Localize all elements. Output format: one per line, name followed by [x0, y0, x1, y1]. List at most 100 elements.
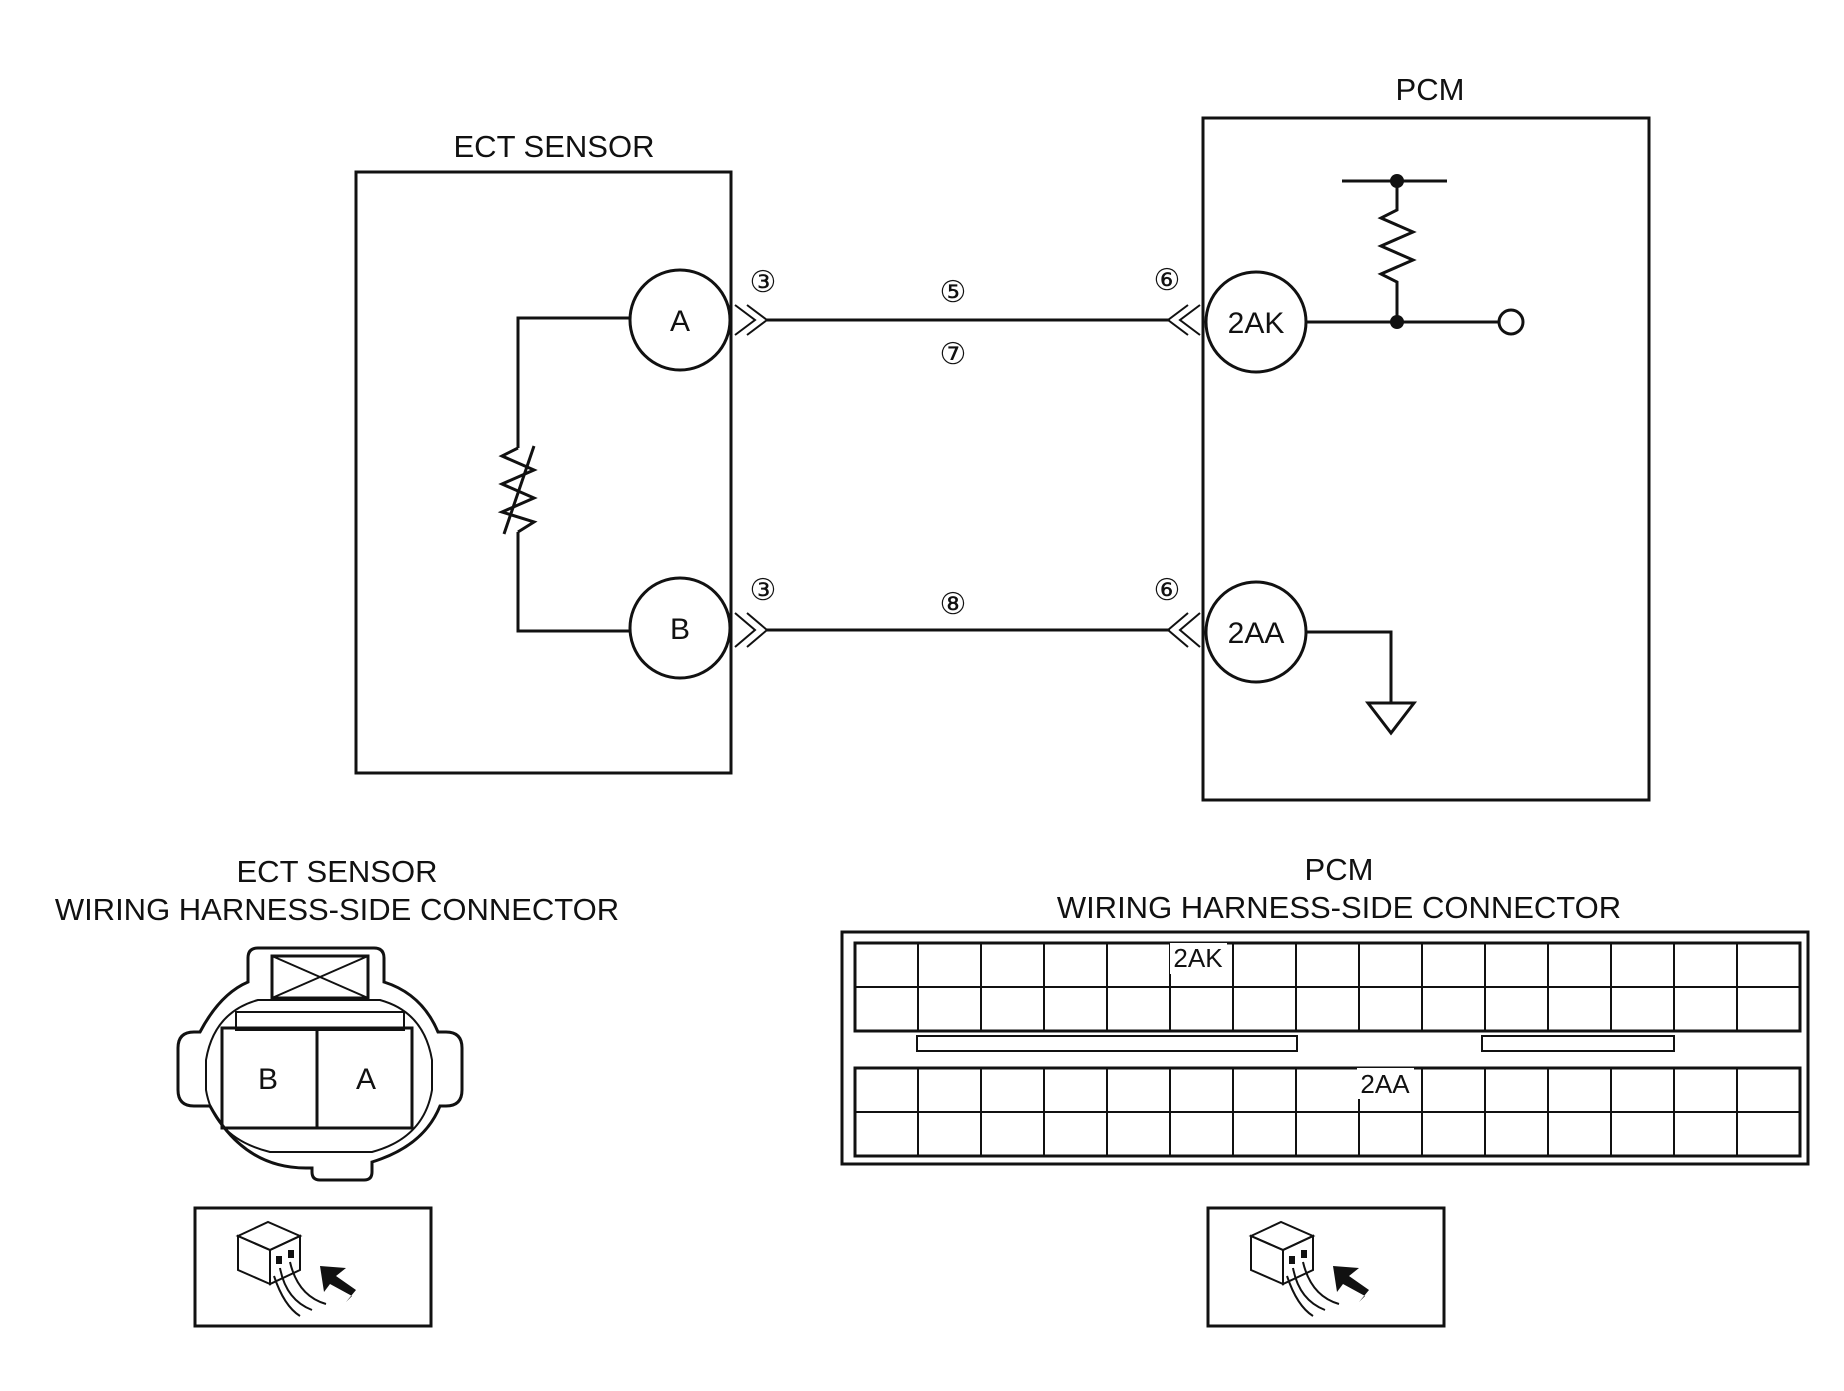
ect-terminal-b: B — [258, 1063, 278, 1096]
pcm-connector-cavity — [1295, 986, 1360, 1032]
callout-3-b: ③ — [750, 574, 777, 607]
thermistor-wire-bottom — [516, 532, 630, 633]
ect-terminal-a: A — [356, 1063, 376, 1096]
pcm-connector-cavity — [1610, 942, 1675, 988]
pcm-connector-cavity — [1232, 986, 1297, 1032]
pcm-connector-cavity — [1610, 1067, 1675, 1113]
pcm-connector-cavity — [1043, 942, 1108, 988]
pcm-connector-cavity — [1232, 1111, 1297, 1157]
pcm-connector-cavity — [1610, 1111, 1675, 1157]
ect-connector-title-1: ECT SENSOR — [237, 854, 438, 889]
pcm-connector-cavity — [1547, 986, 1612, 1032]
pcm-connector-cavity — [1547, 1111, 1612, 1157]
pcm-connector-cavity — [1484, 942, 1549, 988]
ect-connector-terminal-rail — [235, 1011, 405, 1031]
pcm-connector-cavity — [1106, 1067, 1171, 1113]
callout-5: ⑤ — [940, 276, 967, 309]
ect-connector-housing — [176, 946, 464, 1182]
pcm-connector-cavity — [1106, 942, 1171, 988]
pcm-connector-cavity — [854, 1067, 919, 1113]
svg-text:B: B — [670, 613, 690, 646]
callout-6-b: ⑥ — [1154, 574, 1181, 607]
pcm-side-connector-2aa-icon — [1166, 612, 1201, 648]
pcm-connector-cavity — [1232, 942, 1297, 988]
pcm-connector-cavity — [854, 1111, 919, 1157]
pcm-connector-cavity — [1106, 986, 1171, 1032]
pcm-connector-cavity — [1421, 1067, 1486, 1113]
pcm-connector-title-2: WIRING HARNESS-SIDE CONNECTOR — [1057, 890, 1621, 925]
pcm-connector-cavity — [1484, 1111, 1549, 1157]
pcm-block: PCM 2AK 2AA — [1166, 72, 1651, 802]
pcm-connector-cavity — [1295, 942, 1360, 988]
pcm-connector-cavity — [1736, 1111, 1801, 1157]
callout-6-a: ⑥ — [1154, 264, 1181, 297]
pcm-connector-cavity — [980, 986, 1045, 1032]
sensor-pin-a: A — [628, 268, 732, 372]
pcm-connector-cavity — [854, 942, 919, 988]
ect-connector-title-2: WIRING HARNESS-SIDE CONNECTOR — [55, 892, 619, 927]
signal-terminal-icon — [1497, 308, 1525, 336]
ect-connector-latch — [270, 954, 370, 1000]
pcm-connector-cavity — [1358, 942, 1423, 988]
pcm-connector-cavity — [980, 1111, 1045, 1157]
pcm-connector-bottom-row — [853, 1066, 1802, 1158]
sensor-side-connector-b-icon — [734, 612, 769, 648]
pcm-connector-pin-2aa: 2AA — [1360, 1069, 1410, 1099]
pcm-connector-cavity — [917, 1111, 982, 1157]
svg-text:2AA: 2AA — [1228, 617, 1285, 650]
pcm-connector-cavity — [980, 1067, 1045, 1113]
pcm-connector-cavity — [1736, 942, 1801, 988]
pcm-connector-cavity — [1610, 986, 1675, 1032]
pcm-connector-cavity — [1043, 1067, 1108, 1113]
pcm-connector-cavity — [917, 942, 982, 988]
pcm-connector-cavity — [917, 986, 982, 1032]
pcm-connector-cavity — [1673, 1111, 1738, 1157]
pcm-connector-cavity — [1673, 1067, 1738, 1113]
pcm-connector-view-direction-icon — [1206, 1206, 1446, 1328]
pcm-connector-cavity — [1421, 942, 1486, 988]
pcm-connector-cavity — [1547, 942, 1612, 988]
pcm-connector-cavity — [1484, 986, 1549, 1032]
thermistor-wire-top — [516, 316, 630, 448]
svg-text:2AK: 2AK — [1228, 307, 1285, 340]
pcm-connector-cavity — [1043, 986, 1108, 1032]
ground-wire-2aa — [1306, 630, 1393, 703]
pcm-connector-cavity — [1232, 1067, 1297, 1113]
pcm-connector-key-right — [1481, 1035, 1675, 1052]
pcm-box — [1201, 116, 1651, 802]
pcm-connector-top-row — [853, 941, 1802, 1033]
ect-connector-view-direction-icon — [193, 1206, 433, 1328]
pcm-pin-2aa: 2AA — [1204, 580, 1308, 684]
pcm-connector-cavity — [1736, 986, 1801, 1032]
pcm-side-connector-2ak-icon — [1166, 304, 1201, 336]
pcm-connector-cavity — [1736, 1067, 1801, 1113]
pcm-connector-cavity — [1169, 1067, 1234, 1113]
pcm-connector-row-frame — [853, 941, 1802, 1033]
pcm-connector-cavity — [1421, 986, 1486, 1032]
callout-8: ⑧ — [940, 588, 967, 621]
pcm-title: PCM — [1396, 72, 1465, 107]
pcm-connector-pin-2ak: 2AK — [1173, 943, 1223, 973]
thermistor-variable-arrow — [502, 445, 536, 535]
sensor-pin-b: B — [628, 576, 732, 680]
pcm-connector-view: PCM WIRING HARNESS-SIDE CONNECTOR 2AK 2A… — [840, 852, 1810, 1328]
pcm-connector-cavity — [1547, 1067, 1612, 1113]
pullup-resistor-icon — [1377, 181, 1417, 322]
pcm-connector-housing — [840, 930, 1810, 1166]
callout-7: ⑦ — [940, 338, 967, 371]
callout-3-a: ③ — [750, 266, 777, 299]
pcm-connector-cavity — [854, 986, 919, 1032]
ground-icon — [1364, 701, 1418, 736]
pcm-connector-cavity — [980, 942, 1045, 988]
pcm-connector-title-1: PCM — [1305, 852, 1374, 887]
pcm-connector-cavity — [917, 1067, 982, 1113]
pcm-connector-cavity — [1673, 942, 1738, 988]
svg-text:A: A — [670, 305, 690, 338]
ect-sensor-box — [354, 170, 733, 775]
ect-connector-inner-shell — [205, 999, 433, 1153]
pcm-connector-key-left — [916, 1035, 1298, 1052]
pcm-connector-cavity — [1484, 1067, 1549, 1113]
pcm-connector-cavity — [1358, 1111, 1423, 1157]
pcm-connector-cavity — [1106, 1111, 1171, 1157]
